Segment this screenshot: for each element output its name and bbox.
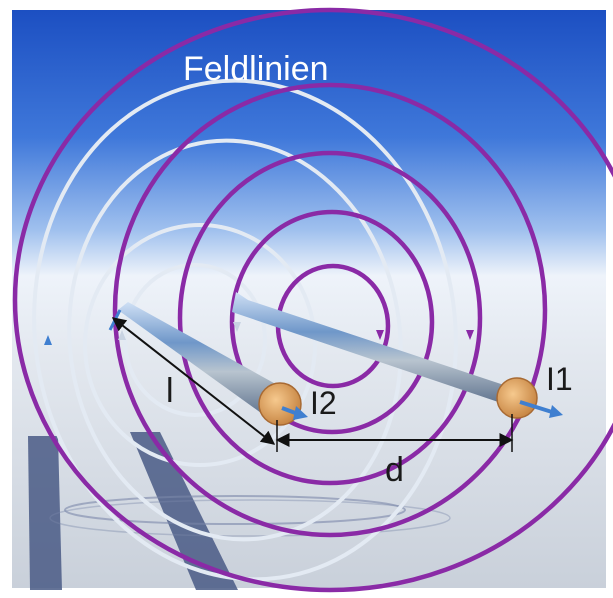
arrowhead-icon — [376, 330, 384, 340]
current-2-label: I2 — [310, 385, 337, 421]
field-shadow-1 — [64, 495, 406, 525]
ground-shadows — [28, 432, 451, 590]
dimension-lines — [111, 317, 514, 452]
conductor-1 — [232, 292, 563, 419]
shadow-right — [130, 432, 238, 590]
conductor-1-end-cap — [496, 377, 538, 419]
length-label: l — [166, 372, 174, 410]
length-dimension-line — [111, 317, 276, 445]
field-line-magenta-2 — [112, 82, 548, 538]
shadow-left — [28, 436, 62, 590]
current-1-label: I1 — [546, 361, 573, 397]
feldlinien-label: Feldlinien — [183, 50, 329, 88]
field-shadow-2 — [49, 499, 451, 537]
field-line-white-2 — [67, 138, 403, 542]
field-line-white-3 — [83, 223, 317, 467]
distance-label: d — [385, 451, 404, 489]
field-line-magenta-outer — [12, 7, 613, 593]
arrowhead-icon — [466, 330, 474, 340]
conductor-1-body — [232, 292, 525, 406]
arrow-right-icon — [519, 400, 563, 418]
field-line-white-outer — [32, 78, 458, 582]
arrow-right-icon — [281, 406, 308, 420]
arrowhead-icon — [44, 335, 52, 345]
sky-ground-background — [12, 10, 606, 588]
